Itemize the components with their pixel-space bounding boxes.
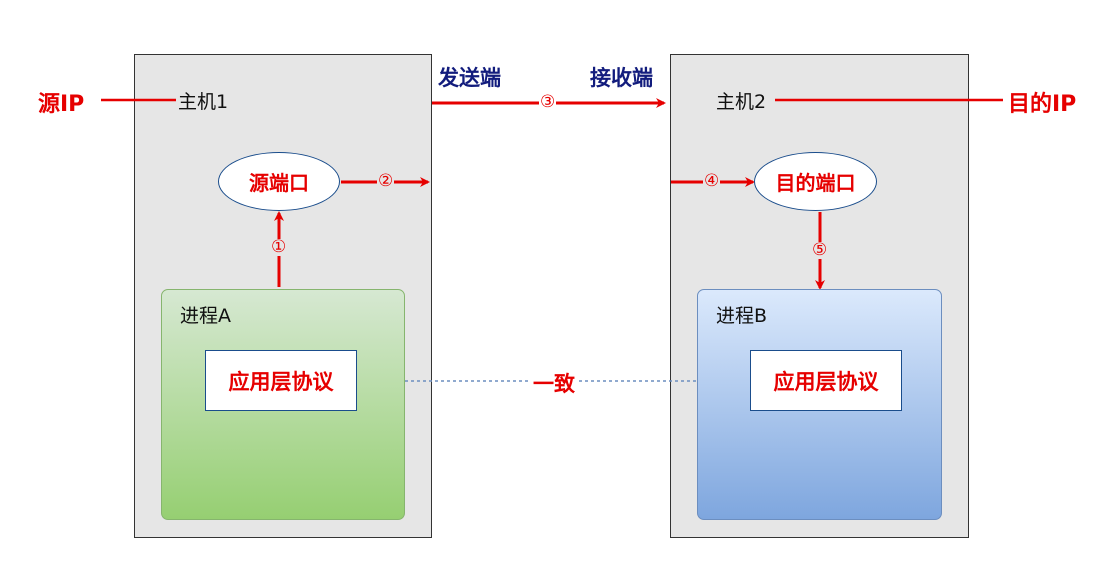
dest-ip-label: 目的IP (1008, 92, 1077, 117)
host-1-label: 主机1 (178, 91, 229, 113)
protocol-link-label: 一致 (531, 368, 577, 398)
step-2-marker: ② (377, 171, 395, 191)
host-2-label: 主机2 (716, 91, 767, 113)
process-b-label: 进程B (716, 305, 768, 327)
protocol-box-a: 应用层协议 (205, 350, 357, 411)
receiver-label: 接收端 (590, 66, 653, 90)
sender-label: 发送端 (438, 66, 501, 90)
step-1-marker: ① (270, 237, 288, 257)
step-4-marker: ④ (703, 171, 721, 191)
step-3-marker: ③ (539, 92, 557, 112)
process-a-label: 进程A (180, 305, 231, 327)
protocol-box-b: 应用层协议 (750, 350, 902, 411)
dest-port-node: 目的端口 (754, 152, 877, 211)
source-port-node: 源端口 (218, 152, 340, 211)
source-ip-label: 源IP (38, 92, 85, 117)
step-5-marker: ⑤ (811, 240, 829, 260)
